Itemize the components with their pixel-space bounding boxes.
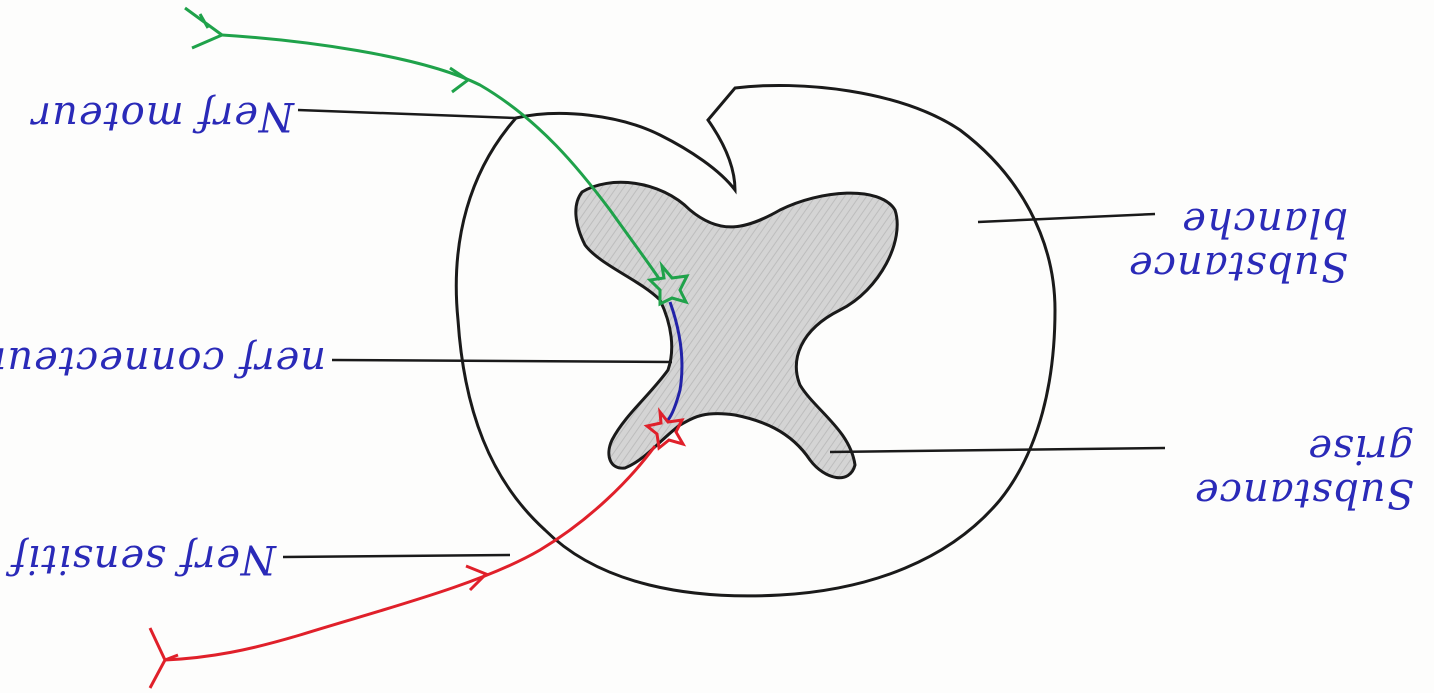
label-white-matter: Substance blanche [1128, 200, 1348, 288]
label-sensory-nerve-text: Nerf sensitif [11, 536, 276, 582]
label-white-matter-line1: Substance [1128, 244, 1348, 288]
label-grey-matter-line1: Substance [1194, 471, 1414, 515]
label-connector-nerve: nerf connecteur [0, 339, 326, 383]
label-connector-nerve-text: nerf connecteur [0, 338, 326, 384]
label-motor-nerve: Nerf moteur [31, 94, 294, 138]
label-sensory-nerve: Nerf sensitif [11, 537, 276, 581]
label-grey-matter-line2: grise [1194, 427, 1414, 471]
label-white-matter-line2: blanche [1128, 200, 1348, 244]
label-motor-nerve-text: Nerf moteur [31, 93, 294, 139]
label-grey-matter: Substance grise [1194, 427, 1414, 515]
